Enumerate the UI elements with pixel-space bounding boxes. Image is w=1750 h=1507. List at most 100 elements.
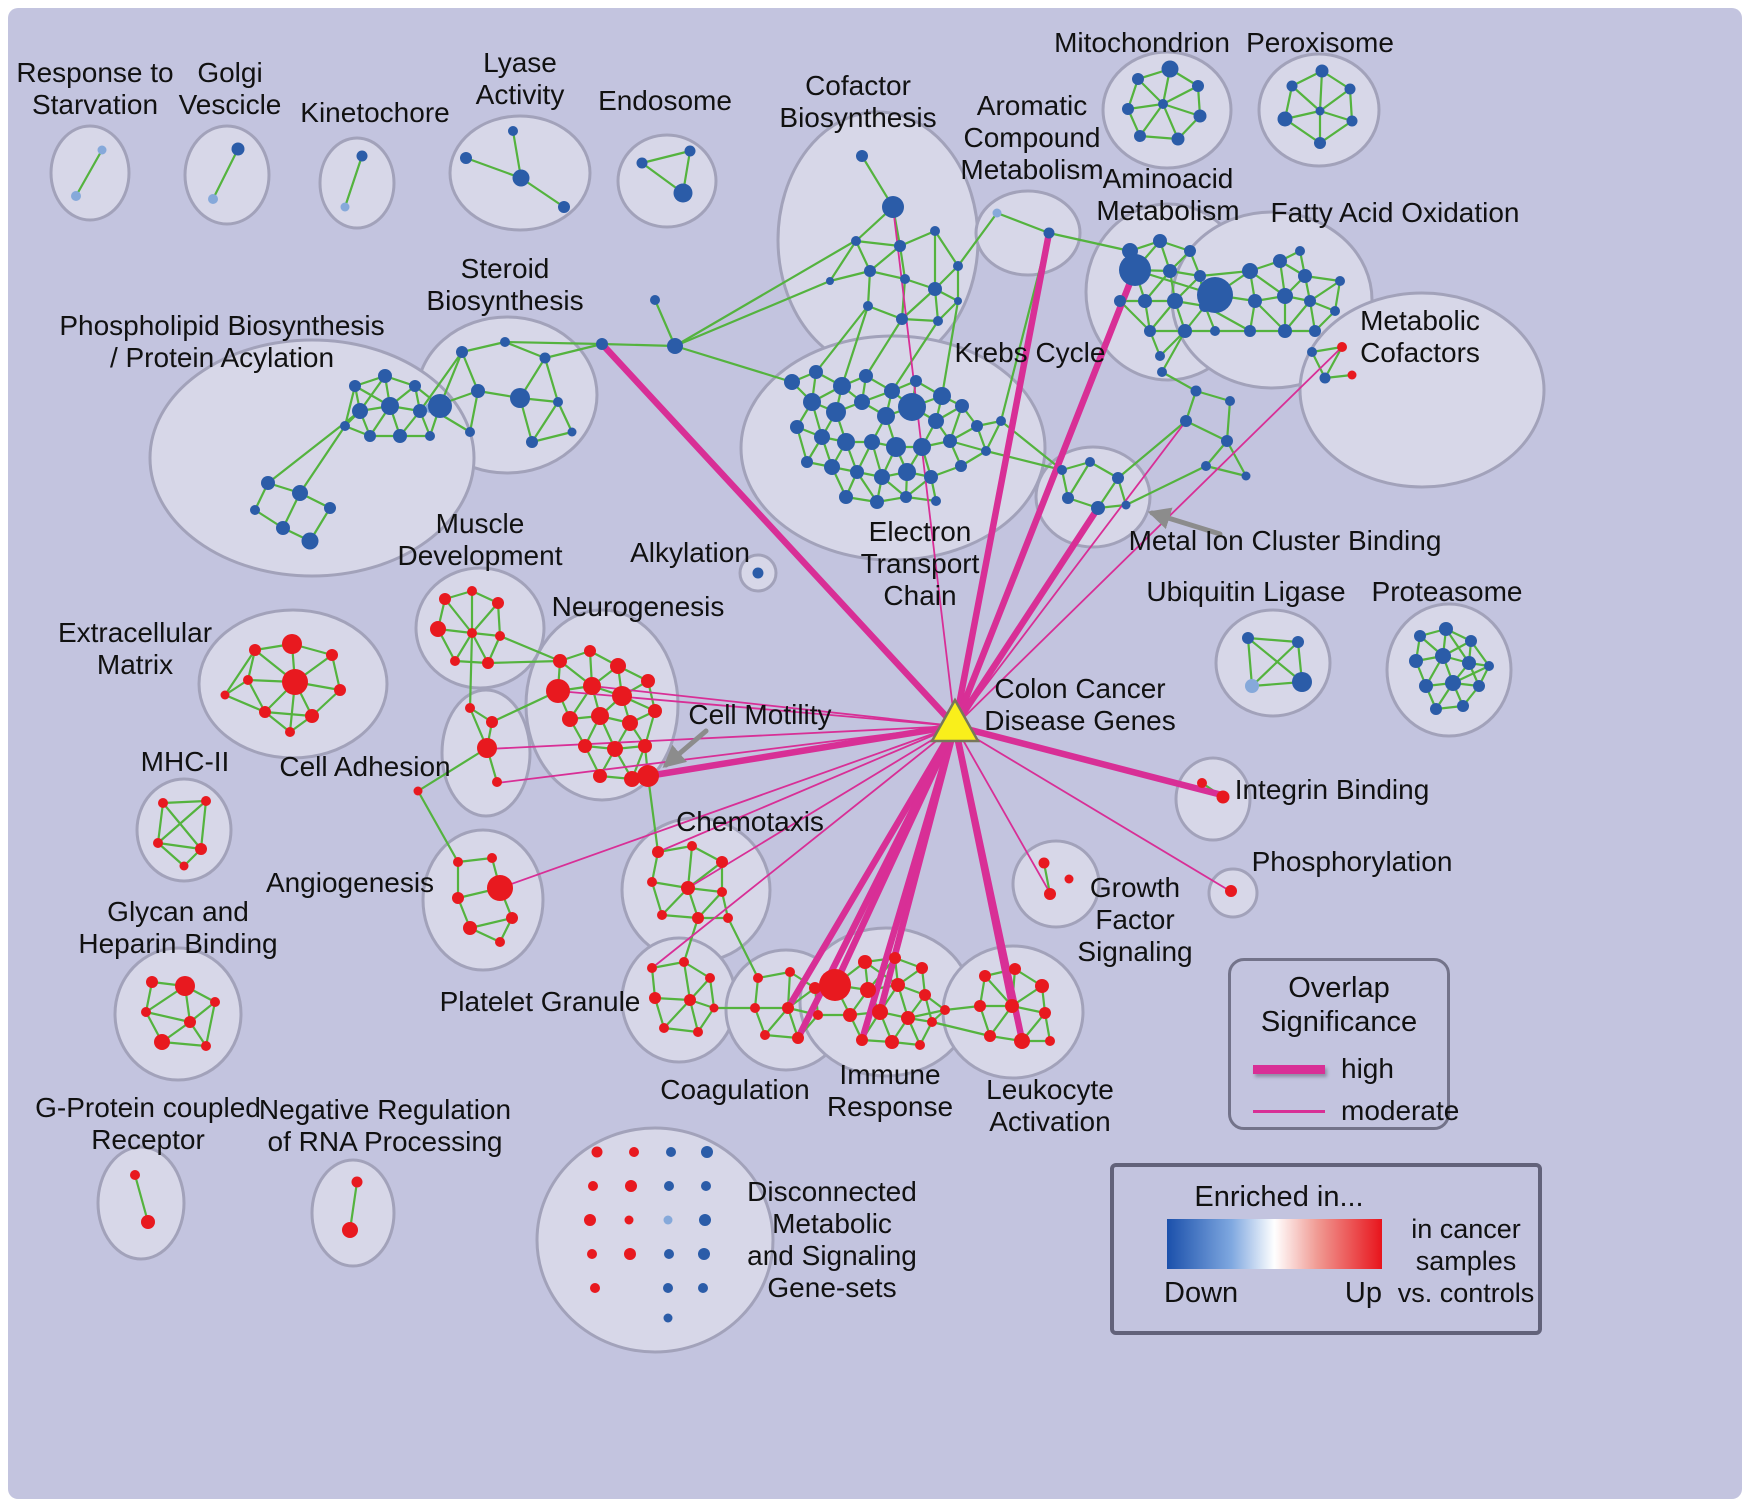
label-proteasome: Proteasome <box>1372 576 1523 607</box>
gene-set-node <box>854 394 870 410</box>
gene-set-node <box>584 645 596 657</box>
gene-set-node <box>891 978 905 992</box>
gene-set-node <box>900 274 910 284</box>
metal-ion-pointer-arrow <box>1147 507 1223 537</box>
gene-set-node <box>803 393 821 411</box>
gene-set-node <box>648 704 662 718</box>
gene-set-node <box>872 1004 888 1020</box>
gene-set-node <box>1190 385 1202 397</box>
overlap-edge-high <box>644 722 959 780</box>
cluster-ellipse-metabolic-cofactors <box>1298 291 1546 489</box>
gene-set-node <box>657 910 667 920</box>
cell-motility-pointer-arrow <box>662 728 709 768</box>
gene-set-node <box>882 196 904 218</box>
gene-set-node <box>352 403 368 419</box>
gene-set-node <box>1085 457 1095 467</box>
gene-set-node <box>760 1030 770 1040</box>
gene-set-node <box>843 1008 857 1022</box>
gene-set-node <box>97 145 107 155</box>
gene-set-node <box>1225 885 1237 897</box>
label-endosome: Endosome <box>598 85 732 116</box>
gene-set-node <box>664 1249 674 1259</box>
gene-set-node <box>858 955 872 969</box>
gene-set-node <box>1035 979 1049 993</box>
gene-set-node <box>1445 675 1461 691</box>
gene-set-node <box>1315 64 1329 78</box>
gene-set-node <box>154 1034 170 1050</box>
gene-set-node <box>940 1005 950 1015</box>
gene-set-node <box>784 374 800 390</box>
gene-set-node <box>1121 500 1131 510</box>
gene-set-node <box>1062 492 1074 504</box>
gene-set-node <box>208 194 218 204</box>
gene-set-node <box>1435 648 1451 664</box>
gene-set-node <box>175 976 195 996</box>
gene-set-node <box>930 226 940 236</box>
gene-set-node <box>583 677 601 695</box>
gene-set-node <box>1462 656 1476 670</box>
gene-set-node <box>898 463 916 481</box>
gene-set-node <box>884 383 900 399</box>
gene-set-node <box>1119 254 1151 286</box>
gene-set-node <box>567 427 577 437</box>
gene-set-node <box>612 686 632 706</box>
gene-set-node <box>591 707 609 725</box>
gene-set-node <box>1248 294 1262 308</box>
gene-set-node <box>1153 234 1167 248</box>
gene-set-node <box>915 1040 925 1050</box>
legend-high-row: high <box>1253 1053 1394 1085</box>
overlap-edge-moderate <box>591 685 956 727</box>
cluster-ellipse-disconnected-gene-sets <box>535 1126 775 1354</box>
gene-set-node <box>210 997 220 1007</box>
overlap-edge-high <box>951 722 1026 1044</box>
layer-overlay <box>662 507 1223 768</box>
gene-set-node <box>953 261 963 271</box>
gene-set-node <box>453 857 463 867</box>
gene-set-node <box>809 982 821 994</box>
label-integrin-binding: Integrin Binding <box>1235 774 1430 805</box>
gene-set-node <box>716 856 728 868</box>
gene-set-node <box>625 1180 637 1192</box>
gene-set-node <box>413 786 423 796</box>
gene-set-node <box>378 369 392 383</box>
gene-set-node <box>452 892 464 904</box>
overlap-edge-moderate <box>486 725 956 750</box>
gene-set-node <box>870 495 884 509</box>
gene-set-node <box>1045 1036 1055 1046</box>
cluster-ellipse-angiogenesis <box>421 828 545 972</box>
down-label: Down <box>1164 1277 1239 1309</box>
gene-set-node <box>931 496 941 506</box>
label-platelet-granule: Platelet Granule <box>440 986 641 1017</box>
gene-set-node <box>928 413 944 429</box>
gene-set-node <box>578 739 592 753</box>
gene-set-node <box>430 621 446 637</box>
gene-set-node <box>607 741 623 757</box>
gene-set-node <box>839 490 853 504</box>
gene-set-node <box>409 380 421 392</box>
legend-moderate-row: moderate <box>1253 1095 1459 1127</box>
gene-set-node <box>1307 347 1317 357</box>
gene-set-node <box>593 769 607 783</box>
gene-set-node <box>624 771 640 787</box>
gene-set-node <box>699 1214 711 1226</box>
gene-set-node <box>637 765 659 787</box>
enrichment-gradient-bar <box>1167 1219 1382 1269</box>
gene-set-node <box>1465 635 1477 647</box>
gene-set-node <box>1201 461 1211 471</box>
gene-set-node <box>356 150 368 162</box>
gene-set-node <box>1335 276 1345 286</box>
gene-set-node <box>1419 679 1433 693</box>
gene-set-node <box>201 796 211 806</box>
gene-set-node <box>146 976 158 988</box>
cluster-edges-steroid-biosynthesis <box>428 340 574 444</box>
gene-set-node <box>927 1017 937 1027</box>
gene-set-node <box>1430 703 1442 715</box>
gene-set-node <box>526 436 538 448</box>
gene-set-node <box>1241 471 1251 481</box>
colon-cancer-disease-genes-triangle <box>929 697 981 743</box>
high-significance-label: high <box>1341 1053 1394 1084</box>
